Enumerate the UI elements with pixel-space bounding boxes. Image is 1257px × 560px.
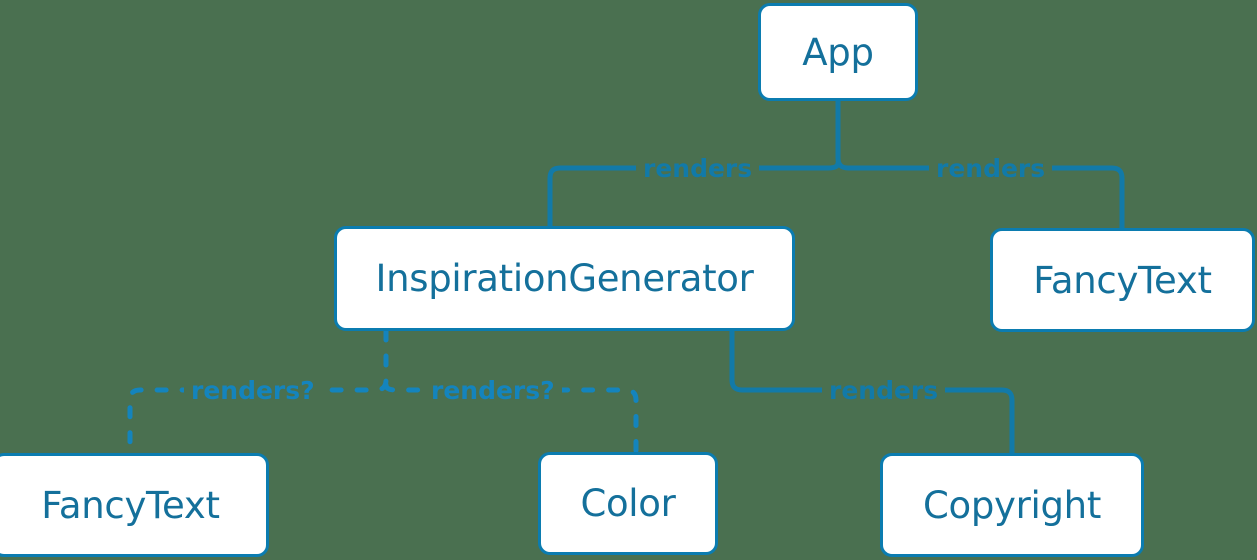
node-fancytext-left-label: FancyText xyxy=(41,483,220,527)
edge-label-app-to-inspgen: renders xyxy=(636,156,760,181)
edge-label-inspgen-to-fancytext: renders? xyxy=(184,378,322,403)
node-inspiration-generator[interactable]: InspirationGenerator xyxy=(334,226,795,331)
node-fancytext-right-label: FancyText xyxy=(1033,258,1212,302)
edge-label-app-to-fancytext: renders xyxy=(929,156,1053,181)
node-inspiration-generator-label: InspirationGenerator xyxy=(375,257,754,300)
node-copyright-label: Copyright xyxy=(922,483,1102,527)
node-app-label: App xyxy=(802,30,874,74)
edge-label-inspgen-to-copyright: renders xyxy=(822,378,946,403)
edge-label-inspgen-to-color: renders? xyxy=(424,378,562,403)
node-fancytext-left[interactable]: FancyText xyxy=(0,453,269,557)
node-color[interactable]: Color xyxy=(538,452,718,555)
node-copyright[interactable]: Copyright xyxy=(880,453,1144,557)
node-app[interactable]: App xyxy=(758,3,918,101)
node-color-label: Color xyxy=(580,482,676,525)
node-fancytext-right[interactable]: FancyText xyxy=(990,228,1255,332)
